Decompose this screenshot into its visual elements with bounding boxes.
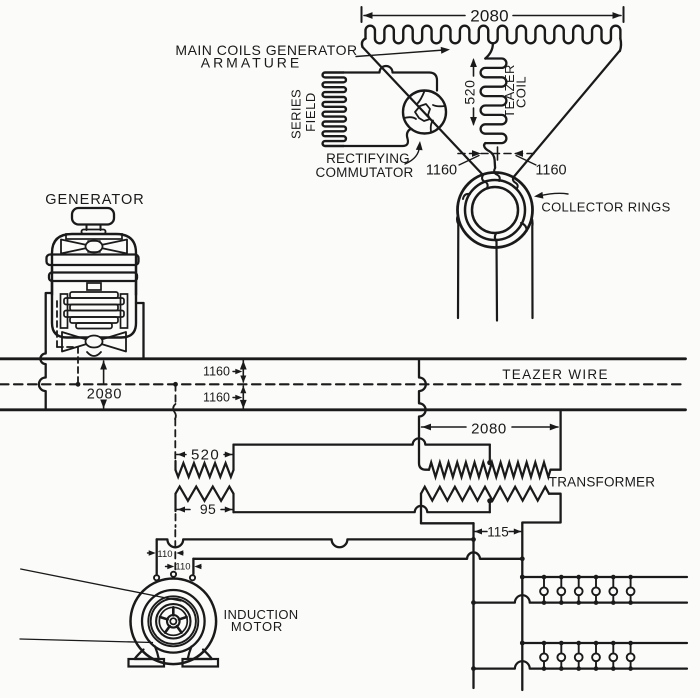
svg-text:520: 520 <box>462 79 478 104</box>
svg-text:1160: 1160 <box>426 163 457 179</box>
svg-text:MOTOR: MOTOR <box>231 619 283 634</box>
svg-text:110: 110 <box>157 549 172 560</box>
svg-text:2080: 2080 <box>87 387 122 403</box>
svg-text:1160: 1160 <box>203 365 230 379</box>
svg-text:110: 110 <box>175 562 190 573</box>
svg-text:COMMUTATOR: COMMUTATOR <box>316 165 414 180</box>
svg-text:520: 520 <box>191 447 220 464</box>
svg-text:COIL: COIL <box>514 76 529 108</box>
svg-text:1160: 1160 <box>203 391 230 405</box>
svg-text:TEAZER: TEAZER <box>502 64 517 118</box>
svg-text:FIELD: FIELD <box>303 92 318 132</box>
svg-text:MAIN COILS GENERATOR: MAIN COILS GENERATOR <box>175 42 357 58</box>
svg-text:2080: 2080 <box>471 421 507 438</box>
svg-text:SERIES: SERIES <box>289 89 304 139</box>
svg-text:TRANSFORMER: TRANSFORMER <box>549 475 656 490</box>
svg-text:95: 95 <box>200 501 216 517</box>
svg-text:INDUCTION: INDUCTION <box>224 607 299 622</box>
svg-text:GENERATOR: GENERATOR <box>45 192 145 208</box>
svg-text:ARMATURE: ARMATURE <box>201 55 303 71</box>
svg-text:1160: 1160 <box>535 163 566 179</box>
svg-text:2080: 2080 <box>470 7 509 26</box>
svg-text:RECTIFYING: RECTIFYING <box>326 151 410 166</box>
svg-text:TEAZER WIRE: TEAZER WIRE <box>502 367 609 382</box>
svg-text:115: 115 <box>487 525 509 540</box>
svg-text:COLLECTOR RINGS: COLLECTOR RINGS <box>541 200 670 215</box>
